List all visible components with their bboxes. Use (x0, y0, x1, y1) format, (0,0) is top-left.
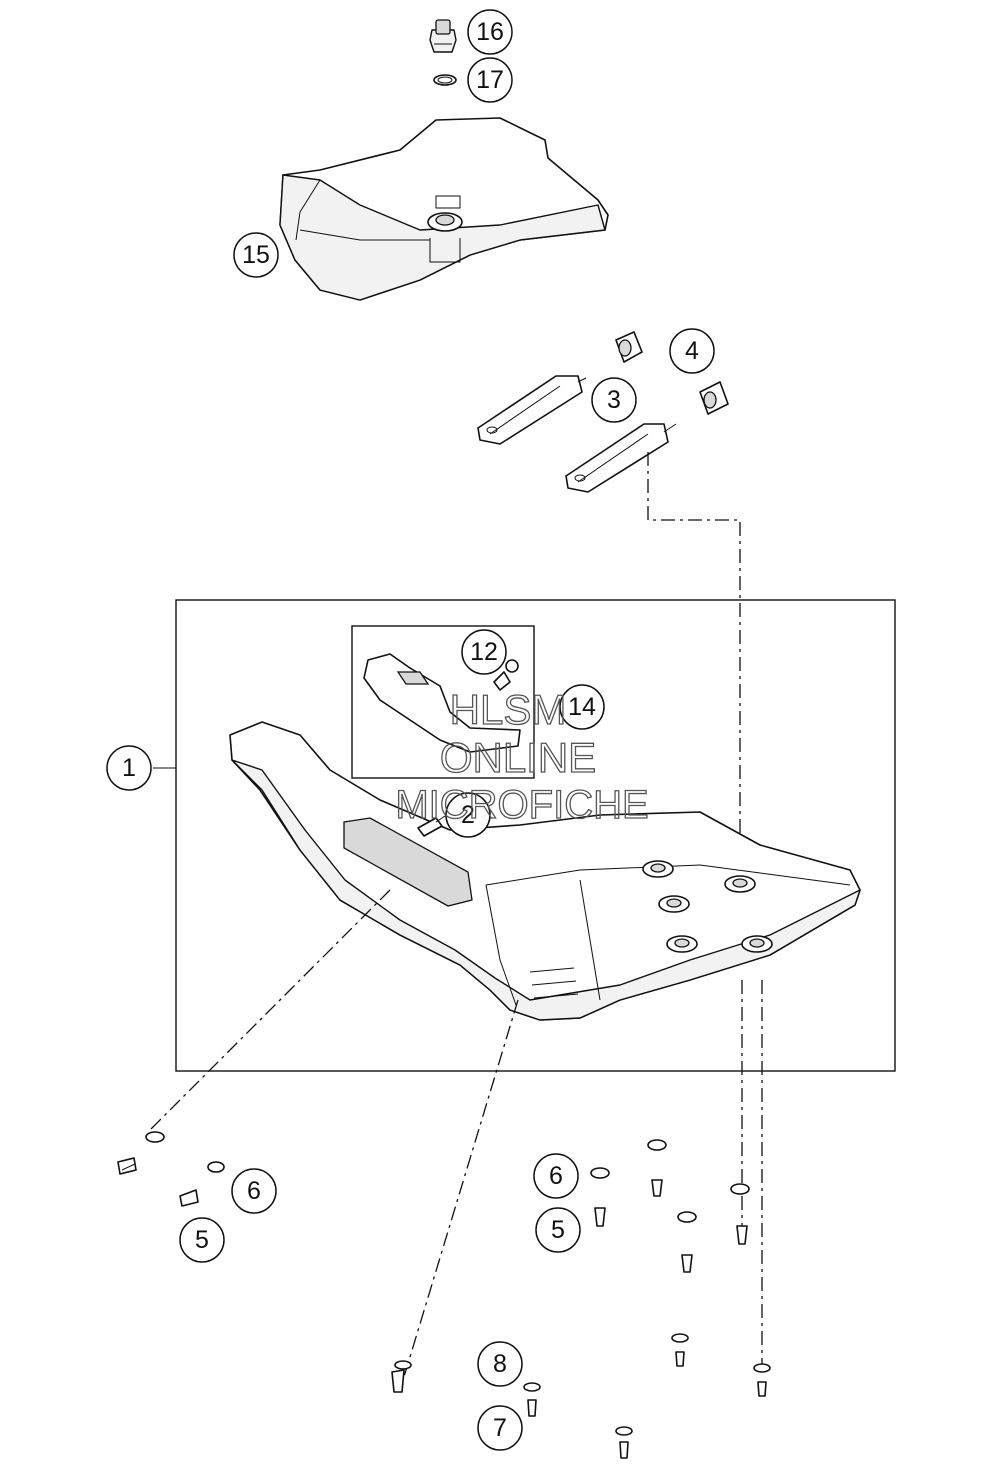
screw-left-a (117, 1157, 137, 1175)
o-ring-17-inner (437, 76, 453, 84)
watermark-line3: MICROFICHE (395, 783, 648, 827)
callout-number: 2 (461, 801, 475, 829)
callout-number: 7 (493, 1414, 507, 1442)
callout-number: 12 (470, 638, 498, 666)
callout-number: 15 (242, 241, 270, 269)
watermark-line1: HLSM (450, 686, 567, 733)
watermark: HLSM ONLINE MICROFICHE (395, 685, 650, 827)
callout-number: 6 (247, 1177, 261, 1205)
callout-number: 3 (607, 386, 621, 414)
callout-circle (179, 1217, 225, 1263)
watermark-line2: ONLINE (440, 734, 596, 781)
bushing-4b (699, 381, 729, 415)
callout-12: 12 (461, 629, 507, 675)
callout-17: 17 (467, 57, 513, 103)
callout-2: 2 (445, 792, 491, 838)
callout-number: 16 (476, 18, 504, 46)
callout-7: 7 (477, 1405, 523, 1451)
detail-inset-frame (351, 625, 535, 779)
callout-circle (233, 232, 279, 278)
skid-plate-1 (229, 721, 861, 1021)
callout-number: 6 (549, 1162, 563, 1190)
callout-15: 15 (233, 232, 279, 278)
callout-1: 1 (106, 745, 152, 791)
callout-6: 6 (533, 1153, 579, 1199)
bracket-3b (565, 423, 677, 493)
callout-14: 14 (559, 684, 605, 730)
filler-plug-16 (429, 19, 457, 53)
callout-circle (559, 684, 605, 730)
callout-number: 1 (122, 754, 136, 782)
oil-tank-skid-15 (279, 117, 609, 301)
leader-bracket (647, 452, 741, 880)
callout-circle (106, 745, 152, 791)
callout-circle (591, 377, 637, 423)
callout-number: 5 (195, 1226, 209, 1254)
callout-circle (445, 792, 491, 838)
leader-center (399, 999, 519, 1391)
callout-6: 6 (231, 1168, 277, 1214)
callout-circle (467, 9, 513, 55)
screw-5-left (179, 1189, 199, 1207)
callout-number: 14 (568, 693, 596, 721)
washer-6-left (207, 1161, 225, 1173)
callout-circle (467, 57, 513, 103)
callout-circle (461, 629, 507, 675)
assembly-frame (175, 599, 896, 1072)
callout-number: 5 (551, 1216, 565, 1244)
callout-number: 17 (476, 66, 504, 94)
callout-5: 5 (179, 1217, 225, 1263)
callout-circle (477, 1405, 523, 1451)
callout-16: 16 (467, 9, 513, 55)
callout-3: 3 (591, 377, 637, 423)
fasteners-right (391, 1139, 771, 1459)
screw-12 (493, 659, 519, 691)
leader-left (149, 889, 391, 1131)
detail-cover-14 (363, 653, 521, 753)
bushing-4a (615, 331, 643, 363)
callout-8: 8 (477, 1341, 523, 1387)
callout-circle (669, 328, 715, 374)
o-ring-17 (433, 74, 457, 86)
bracket-3a (477, 375, 587, 445)
callout-number: 4 (685, 337, 699, 365)
callout-5: 5 (535, 1207, 581, 1253)
callout-number: 8 (493, 1350, 507, 1378)
callout-circle (231, 1168, 277, 1214)
washer-left (145, 1131, 165, 1143)
callout-circle (477, 1341, 523, 1387)
callout-circle (533, 1153, 579, 1199)
callout-circle (535, 1207, 581, 1253)
callout-4: 4 (669, 328, 715, 374)
